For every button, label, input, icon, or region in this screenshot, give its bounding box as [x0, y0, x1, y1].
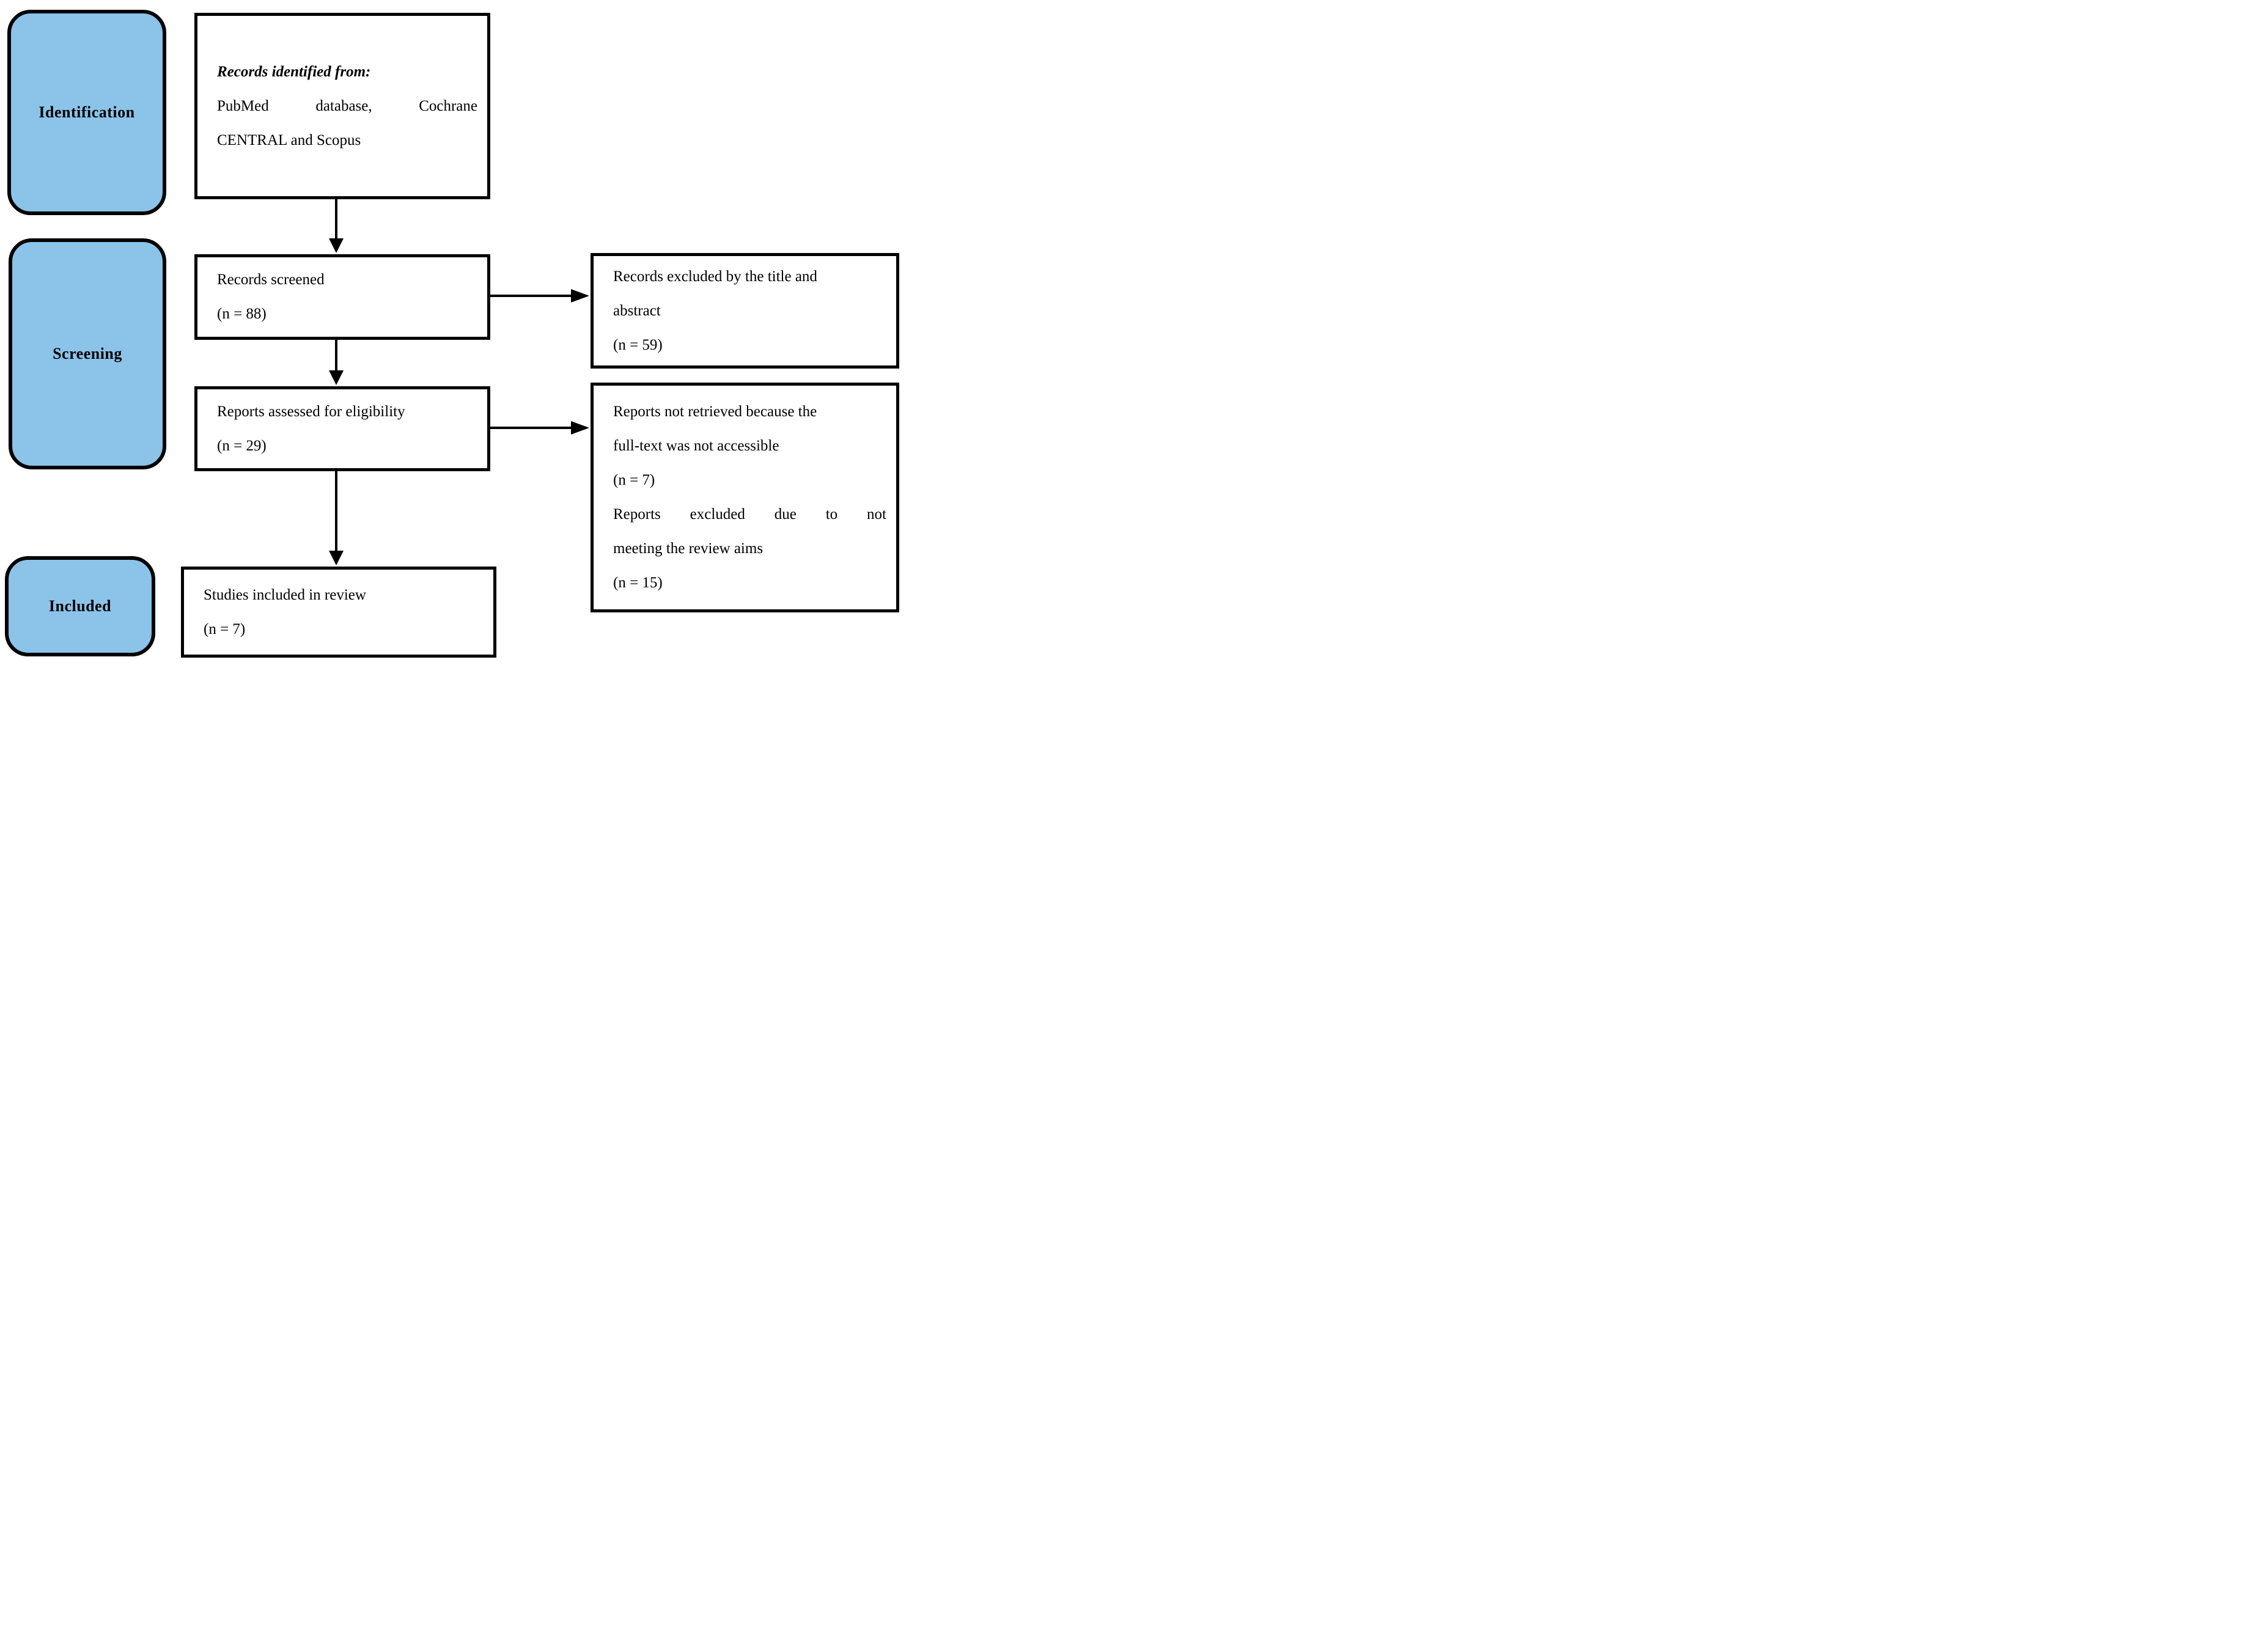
arrow-stem: [335, 471, 337, 552]
arrow-right-head-icon: [571, 289, 589, 303]
records-identified-sources-line2: CENTRAL and Scopus: [217, 131, 361, 149]
stage-screening: Screening: [9, 238, 166, 469]
reports-assessed-label: Reports assessed for eligibility: [217, 403, 405, 420]
studies-included-label: Studies included in review: [204, 586, 366, 603]
records-identified-sources-line1: PubMed database, Cochrane: [217, 97, 477, 114]
studies-included-count: (n = 7): [204, 620, 246, 637]
records-excluded-count: (n = 59): [613, 336, 663, 353]
reports-excluded-aims-count: (n = 15): [613, 575, 663, 591]
arrow-screened-to-excluded: [490, 289, 589, 303]
reports-assessed-box: Reports assessed for eligibility (n = 29…: [194, 386, 490, 471]
arrow-down-head-icon: [329, 370, 344, 385]
reports-not-retrieved-excluded-box: Reports not retrieved because the full-t…: [591, 383, 899, 612]
records-identified-heading: Records identified from:: [217, 63, 371, 80]
records-screened-box: Records screened (n = 88): [194, 254, 490, 340]
stage-included-label: Included: [48, 597, 112, 615]
prisma-flow-diagram: Identification Screening Included Record…: [0, 0, 904, 661]
arrow-right-head-icon: [571, 421, 589, 435]
records-excluded-box: Records excluded by the title and abstra…: [591, 253, 899, 369]
records-screened-label: Records screened: [217, 271, 325, 288]
arrow-stem: [335, 199, 337, 240]
reports-excluded-aims-line2: meeting the review aims: [613, 540, 764, 557]
arrow-eligibility-to-included: [329, 471, 344, 565]
arrow-stem: [490, 427, 572, 429]
reports-assessed-count: (n = 29): [217, 437, 267, 454]
arrow-down-head-icon: [329, 238, 344, 253]
records-excluded-line2: abstract: [613, 302, 661, 319]
arrow-screened-to-eligibility: [329, 340, 344, 385]
reports-not-retrieved-line2: full-text was not accessible: [613, 438, 779, 454]
arrow-eligibility-to-not-retrieved: [490, 421, 589, 435]
reports-not-retrieved-count: (n = 7): [613, 472, 655, 488]
stage-identification-label: Identification: [39, 103, 135, 121]
studies-included-box: Studies included in review (n = 7): [181, 567, 496, 658]
stage-screening-label: Screening: [53, 345, 122, 362]
records-screened-count: (n = 88): [217, 306, 267, 322]
stage-identification: Identification: [7, 10, 166, 215]
arrow-stem: [490, 295, 572, 297]
stage-included: Included: [5, 556, 155, 656]
records-identified-box: Records identified from: PubMed database…: [194, 13, 490, 199]
arrow-identified-to-screened: [329, 199, 344, 253]
arrow-stem: [335, 340, 337, 372]
reports-excluded-aims-line1: Reports excluded due to not: [613, 506, 886, 523]
arrow-down-head-icon: [329, 551, 344, 565]
records-excluded-line1: Records excluded by the title and: [613, 268, 817, 285]
reports-not-retrieved-line1: Reports not retrieved because the: [613, 403, 817, 420]
